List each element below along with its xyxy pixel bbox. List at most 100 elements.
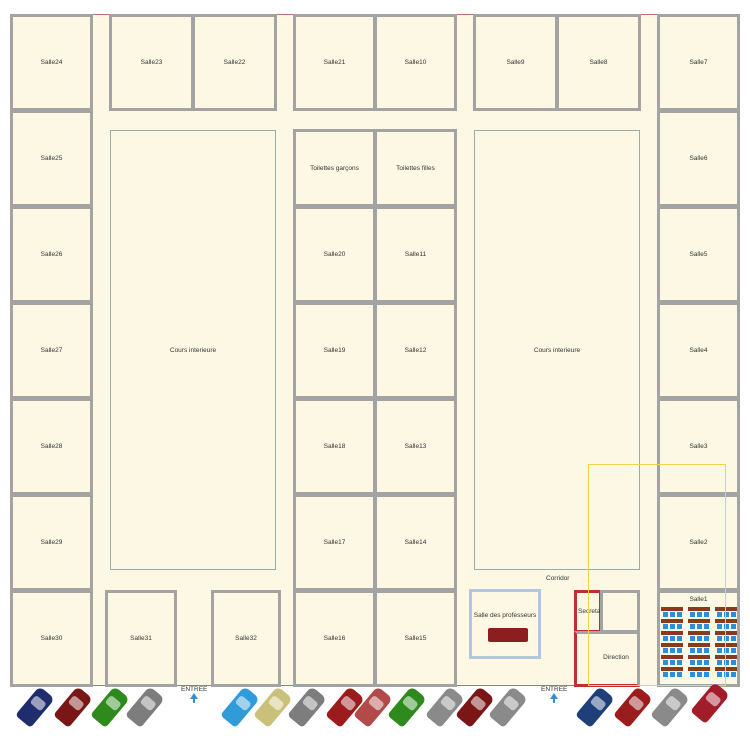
chair [731,648,736,653]
room-label: Salle24 [40,59,63,66]
room-salle4[interactable]: Salle4 [657,302,740,399]
chair [704,624,709,629]
room-label: Salle30 [40,635,63,642]
room-salle8[interactable]: Salle8 [556,14,641,111]
car [125,686,165,728]
courtyard-left[interactable]: Cours interieure [110,130,276,570]
room-salle31[interactable]: Salle31 [105,590,177,687]
room-salle20[interactable]: Salle20 [293,206,376,303]
chair [697,672,702,677]
chair [717,660,722,665]
chair [717,612,722,617]
room-salle17[interactable]: Salle17 [293,494,376,591]
chair [717,672,722,677]
chair [663,624,668,629]
room-salle25[interactable]: Salle25 [10,110,93,207]
desk [661,655,683,659]
chair [704,636,709,641]
chair [697,660,702,665]
room-salle2[interactable]: Salle2 [657,494,740,591]
room-label: Salle11 [404,251,427,258]
chair [724,648,729,653]
chair [663,660,668,665]
meeting-table [488,628,528,642]
room-salle-professeurs[interactable]: Salle des professeurs [469,589,541,659]
room-salle23[interactable]: Salle23 [109,14,194,111]
desk [715,655,737,659]
desk [715,607,737,611]
room-label: Salle1 [689,596,708,603]
entrance-arrow-icon [190,693,198,699]
chair [690,624,695,629]
room-label: Salle29 [40,539,63,546]
room-salle26[interactable]: Salle26 [10,206,93,303]
room-salle24[interactable]: Salle24 [10,14,93,111]
room-label: Salle des professeurs [473,612,537,619]
dimension-outline [588,464,726,686]
car [455,686,495,728]
desk [688,655,710,659]
room-salle12[interactable]: Salle12 [374,302,457,399]
room-salle10[interactable]: Salle10 [374,14,457,111]
room-salle9[interactable]: Salle9 [473,14,558,111]
room-salle22[interactable]: Salle22 [192,14,277,111]
room-label: Salle27 [40,347,63,354]
room-salle28[interactable]: Salle28 [10,398,93,495]
room-label: Salle21 [323,59,346,66]
chair [677,672,682,677]
room-label: Salle15 [404,635,427,642]
chair [724,660,729,665]
room-salle18[interactable]: Salle18 [293,398,376,495]
car [220,686,260,728]
room-label: Salle22 [223,59,246,66]
chair [724,636,729,641]
room-salle27[interactable]: Salle27 [10,302,93,399]
corridor-label: Corridor [546,575,570,582]
room-salle11[interactable]: Salle11 [374,206,457,303]
room-salle7[interactable]: Salle7 [657,14,740,111]
room-salle14[interactable]: Salle14 [374,494,457,591]
room-salle13[interactable]: Salle13 [374,398,457,495]
chair [670,612,675,617]
room-salle15[interactable]: Salle15 [374,590,457,687]
entrance-arrow-icon [550,693,558,699]
chair [690,612,695,617]
chair [731,672,736,677]
chair [677,612,682,617]
room-salle32[interactable]: Salle32 [211,590,281,687]
chair [724,612,729,617]
room-salle19[interactable]: Salle19 [293,302,376,399]
desk [715,619,737,623]
chair [704,648,709,653]
room-salle6[interactable]: Salle6 [657,110,740,207]
room-label: Salle14 [404,539,427,546]
courtyard-label: Cours interieure [533,346,581,354]
room-salle21[interactable]: Salle21 [293,14,376,111]
car [650,686,690,728]
entrance-arrow-icon [553,698,555,703]
room-salle3[interactable]: Salle3 [657,398,740,495]
chair [697,612,702,617]
room-salle29[interactable]: Salle29 [10,494,93,591]
room-label: Salle32 [235,635,257,642]
room-toilettes-filles[interactable]: Toilettes filles [374,129,457,207]
room-toilettes-garcons[interactable]: Toilettes garçons [293,129,376,207]
room-salle16[interactable]: Salle16 [293,590,376,687]
desk [661,607,683,611]
chair [690,660,695,665]
car [287,686,327,728]
room-label: Salle8 [589,59,608,66]
room-label: Salle12 [404,347,427,354]
room-salle5[interactable]: Salle5 [657,206,740,303]
chair [724,672,729,677]
chair [697,636,702,641]
room-label: Salle19 [323,347,346,354]
desk [661,619,683,623]
chair [670,636,675,641]
desk [661,667,683,671]
desk [715,631,737,635]
courtyard-right[interactable]: Cours interieure [474,130,640,570]
room-label: Salle7 [689,59,708,66]
chair [670,660,675,665]
room-salle30[interactable]: Salle30 [10,590,93,687]
